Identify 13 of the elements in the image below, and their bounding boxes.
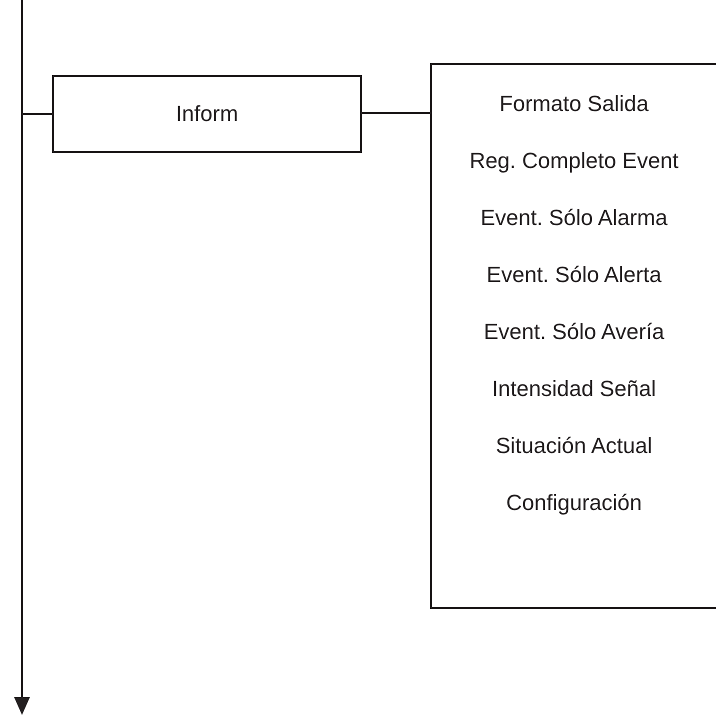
connector-line [362,112,430,114]
menu-item: Event. Sólo Alerta [486,261,662,289]
menu-item: Configuración [506,489,642,517]
menu-item: Intensidad Señal [492,375,656,403]
menu-item: Event. Sólo Avería [484,318,664,346]
menu-item: Event. Sólo Alarma [480,204,668,232]
connector-line [22,113,52,115]
menu-title: Inform [176,101,238,127]
menu-item: Reg. Completo Event [469,147,679,175]
menu-box [52,75,362,153]
menu-list-box [430,63,716,609]
menu-item: Formato Salida [499,90,649,118]
menu-item: Situación Actual [496,432,652,460]
